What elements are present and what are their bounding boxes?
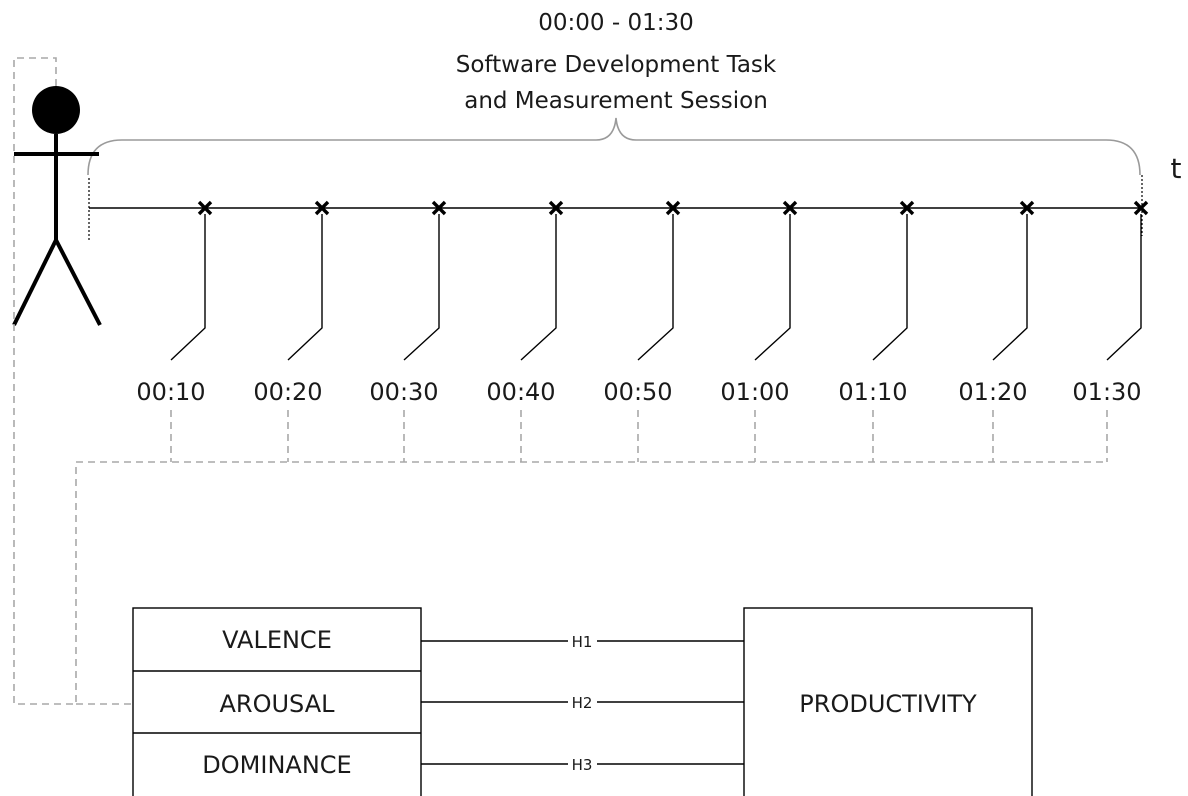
measurement-time-label: 00:40 <box>486 378 555 406</box>
measurement-x-mark <box>899 200 915 216</box>
measurement-leader-line <box>403 214 440 361</box>
measurement-point: 00:30 <box>369 200 447 462</box>
measurement-point: 01:30 <box>1072 200 1149 462</box>
measurement-point: 00:40 <box>486 200 564 462</box>
hypothesis-h3-label: H3 <box>572 756 593 774</box>
measurement-time-label: 01:20 <box>958 378 1027 406</box>
hypothesis-h2-label: H2 <box>572 694 593 712</box>
measurement-time-label: 00:50 <box>603 378 672 406</box>
measurement-point: 00:10 <box>136 200 213 462</box>
measurement-leader-line <box>872 214 908 361</box>
measurement-leader-line <box>170 214 206 361</box>
measurement-leader-line <box>287 214 323 361</box>
participant-figure <box>12 86 102 326</box>
session-title-line1: Software Development Task <box>456 52 777 78</box>
participant-right-leg <box>54 239 102 326</box>
session-title-line2: and Measurement Session <box>464 88 768 114</box>
measurement-time-label: 01:30 <box>1072 378 1141 406</box>
productivity-box <box>743 607 1033 796</box>
session-time-range: 00:00 - 01:30 <box>538 10 694 36</box>
affect-dimensions-table: VALENCE AROUSAL DOMINANCE <box>132 607 422 796</box>
measurement-time-label: 01:10 <box>838 378 907 406</box>
measurement-x-mark <box>197 200 213 216</box>
measurement-time-label: 00:20 <box>253 378 322 406</box>
measurement-leader-line <box>1106 214 1142 361</box>
measurement-time-label: 00:30 <box>369 378 438 406</box>
measurement-time-label: 00:10 <box>136 378 205 406</box>
dimension-valence: VALENCE <box>222 626 332 654</box>
measurement-x-mark <box>1019 200 1035 216</box>
measurement-leader-line <box>754 214 791 361</box>
hypothesis-h2-link: H2 <box>421 694 744 712</box>
measurement-point: 01:20 <box>958 200 1035 462</box>
measurement-leader-line <box>992 214 1028 361</box>
participant-link-dashed <box>13 57 1106 705</box>
time-axis-label: t <box>1171 152 1182 185</box>
hypothesis-h1-label: H1 <box>572 633 593 651</box>
dimension-dominance: DOMINANCE <box>202 751 351 779</box>
measurement-x-mark <box>548 200 564 216</box>
measurement-x-mark <box>314 200 330 216</box>
measurement-point: 00:20 <box>253 200 330 462</box>
session-brace <box>87 117 1141 176</box>
measurement-leader-line <box>637 214 674 361</box>
affect-dimensions-frame <box>132 607 422 796</box>
productivity-label: PRODUCTIVITY <box>799 690 977 718</box>
participant-head <box>32 86 80 134</box>
measurement-x-mark <box>1133 200 1149 216</box>
measurement-x-mark <box>782 200 798 216</box>
measurement-point: 01:10 <box>838 200 915 462</box>
measurement-points: 00:10 00:20 00:30 00:40 00:50 01:00 01:10 01:20… <box>136 200 1149 462</box>
measurement-time-label: 01:00 <box>720 378 789 406</box>
participant-left-leg <box>12 239 58 326</box>
measurement-point: 01:00 <box>720 200 798 462</box>
hypothesis-h1-link: H1 <box>421 633 744 651</box>
dimension-arousal: AROUSAL <box>219 690 335 718</box>
hypothesis-h3-link: H3 <box>421 756 744 774</box>
measurement-leader-line <box>520 214 557 361</box>
measurement-x-mark <box>665 200 681 216</box>
measurement-point: 00:50 <box>603 200 681 462</box>
measurement-x-mark <box>431 200 447 216</box>
